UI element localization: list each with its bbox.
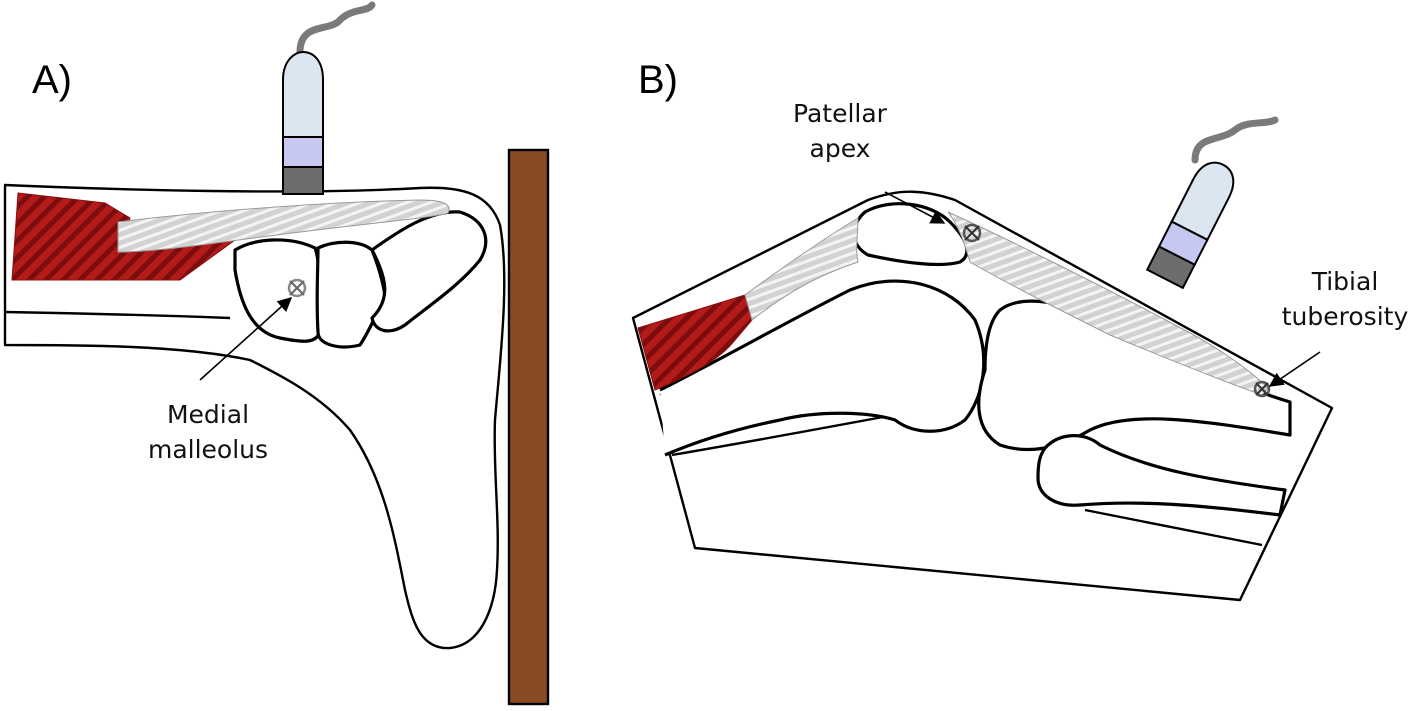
- label-medial: Medial: [167, 400, 249, 429]
- panel-b: B): [631, 58, 1409, 602]
- label-tibial: Tibial: [1311, 267, 1379, 296]
- marker-tibial-tuberosity: [1253, 380, 1271, 398]
- leg-line: [4, 310, 231, 320]
- arrow-medial-malleolus: [199, 297, 293, 381]
- panel-a: A) Medial malleolus: [3, 1, 550, 706]
- fibula-bone: [1036, 434, 1287, 517]
- label-malleolus: malleolus: [148, 435, 268, 464]
- quadriceps-tendon: [744, 217, 859, 321]
- tibialis-tendon: [117, 199, 450, 253]
- arrow-patellar-apex: [884, 191, 946, 224]
- label-patellar: Patellar: [793, 99, 888, 128]
- marker-patellar-apex: [962, 223, 982, 243]
- shin-line-bottom: [1084, 508, 1263, 547]
- patellar-tendon: [947, 211, 1269, 396]
- panel-b-label: B): [638, 58, 678, 102]
- arrow-tibial-tuberosity: [1268, 351, 1321, 387]
- wooden-board: [507, 148, 550, 706]
- quadriceps-muscle: [637, 294, 753, 391]
- marker-medial-malleolus: [287, 278, 307, 298]
- navicular-bone: [315, 240, 387, 349]
- label-tuberosity: tuberosity: [1282, 302, 1409, 331]
- label-apex: apex: [810, 134, 871, 163]
- ultrasound-probe-icon: [282, 1, 376, 195]
- panel-a-label: A): [32, 58, 72, 102]
- ultrasound-probe-icon: [1145, 116, 1279, 290]
